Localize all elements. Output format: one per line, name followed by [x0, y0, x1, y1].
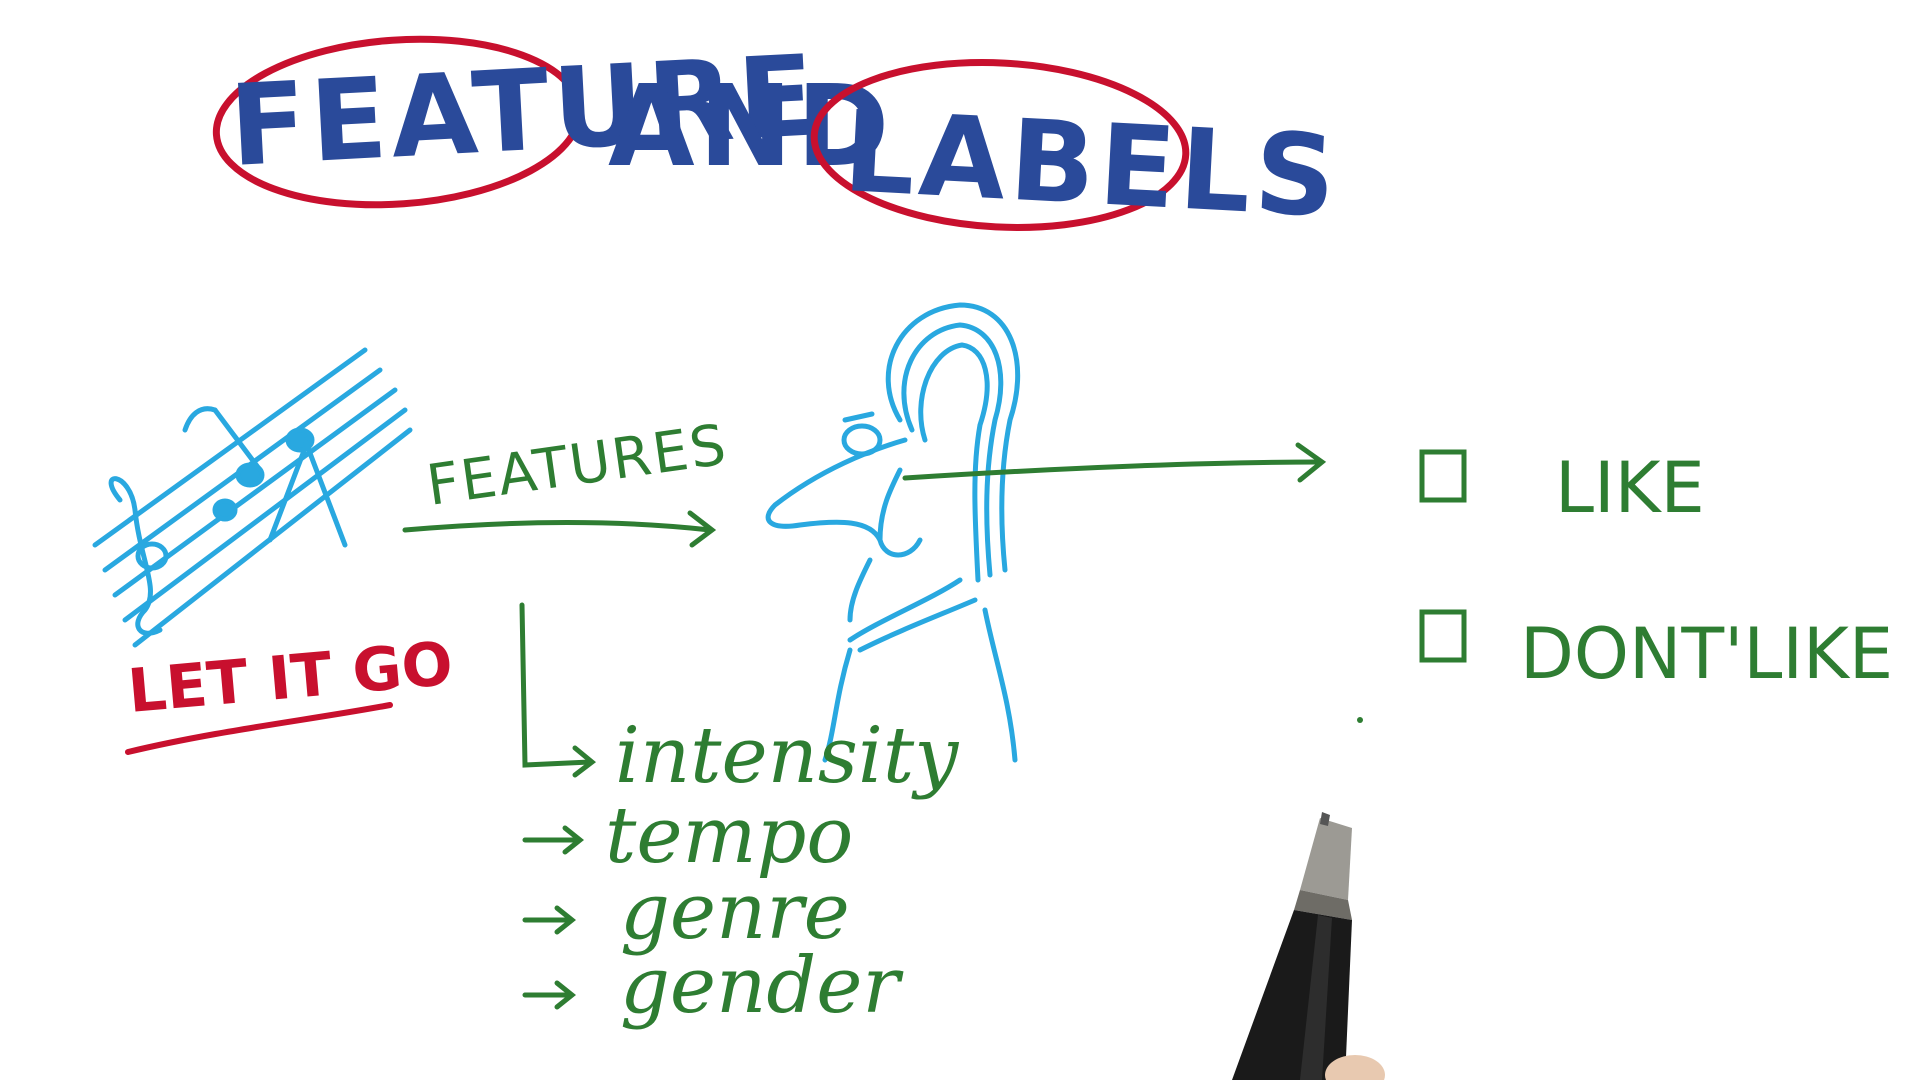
label-dont-like: DONT'LIKE [1520, 613, 1893, 695]
song-name: LET IT GO [125, 629, 455, 727]
feature-item-genre: genre [620, 867, 850, 957]
title-circle-feature [212, 35, 584, 209]
like-checkbox [1419, 449, 1467, 503]
features-arrow: FEATURES [402, 412, 732, 548]
ink-dot [1357, 717, 1363, 723]
feature-list-connector [519, 602, 593, 768]
feature-list: intensity tempo genre gender [519, 602, 959, 1031]
listener-sketch-icon [765, 302, 1021, 763]
label-options: LIKE DONT'LIKE [1419, 447, 1893, 695]
title: FEATURE AND LABELS [212, 31, 1343, 243]
title-word-labels: LABELS [841, 87, 1343, 243]
title-word-and: AND [608, 62, 893, 192]
label-arrow [902, 442, 1327, 483]
music-staff-icon [92, 347, 413, 648]
song-underline [125, 702, 393, 755]
feature-item-intensity: intensity [615, 711, 959, 801]
pen-icon [1232, 812, 1385, 1080]
features-label: FEATURES [423, 412, 732, 518]
title-word-feature: FEATURE [227, 31, 822, 192]
feature-item-gender: gender [620, 941, 904, 1031]
label-like: LIKE [1555, 447, 1705, 529]
song-label: LET IT GO [125, 629, 456, 755]
feature-item-tempo: tempo [605, 791, 853, 881]
dont-like-checkbox [1419, 609, 1467, 663]
title-circle-labels [810, 59, 1190, 231]
